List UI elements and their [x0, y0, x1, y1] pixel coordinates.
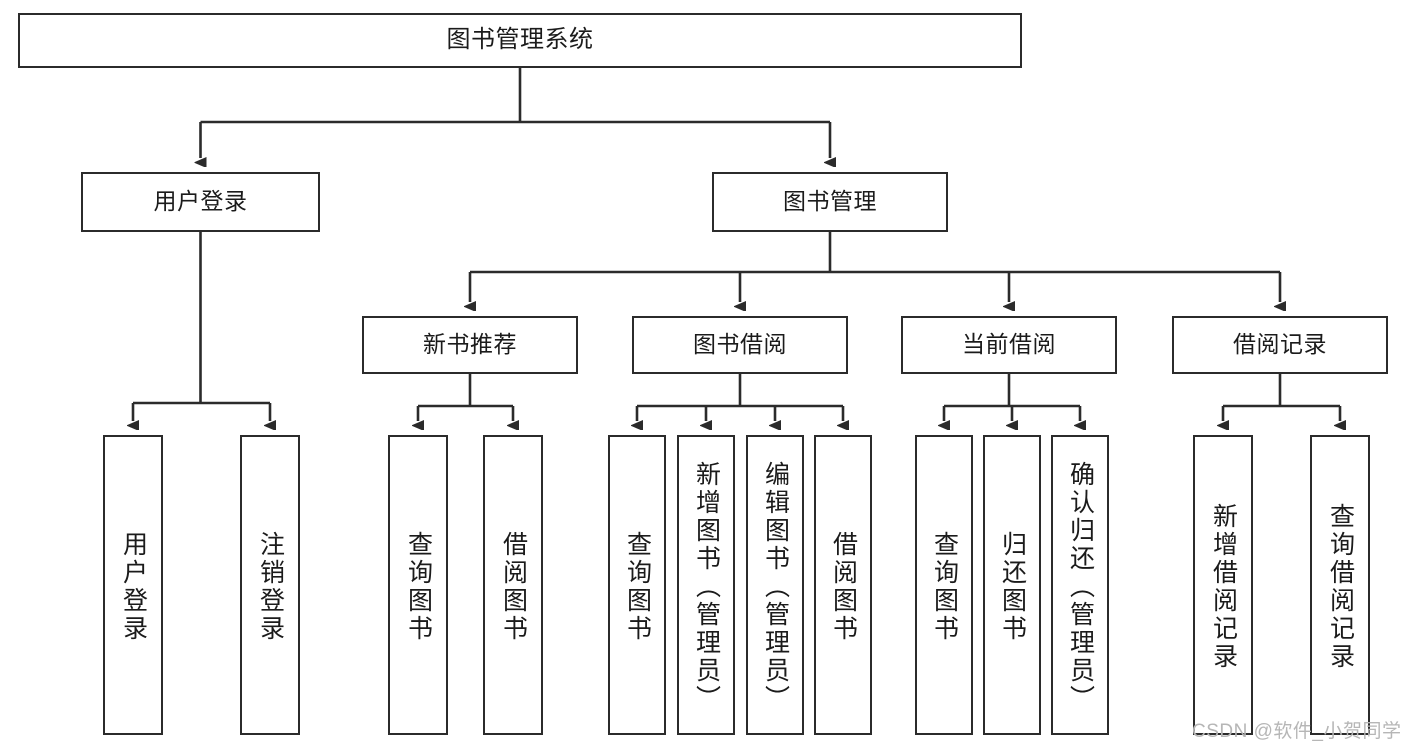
node-leaf-query-book-2[interactable]: 查询图书	[608, 435, 666, 735]
node-label: 图书管理系统	[446, 26, 594, 54]
node-label: 用户登录	[153, 188, 248, 215]
connector-lines	[133, 68, 1340, 421]
node-book-manage[interactable]: 图书管理	[712, 172, 948, 232]
node-leaf-edit-book-admin[interactable]: 编辑图书（管理员）	[746, 435, 804, 735]
node-leaf-borrow-book-2[interactable]: 借阅图书	[814, 435, 872, 735]
node-label: 查询图书	[623, 531, 652, 643]
node-label: 借阅记录	[1233, 331, 1327, 358]
node-root[interactable]: 图书管理系统	[18, 13, 1022, 68]
node-label: 新增图书（管理员）	[692, 461, 721, 713]
node-label: 当前借阅	[962, 331, 1056, 358]
node-label: 借阅图书	[499, 531, 528, 643]
node-label: 查询图书	[404, 531, 433, 643]
node-book-borrow[interactable]: 图书借阅	[632, 316, 848, 374]
node-label: 编辑图书（管理员）	[761, 461, 790, 713]
node-leaf-add-borrow-record[interactable]: 新增借阅记录	[1193, 435, 1253, 735]
node-leaf-borrow-book-1[interactable]: 借阅图书	[483, 435, 543, 735]
node-leaf-query-borrow-record[interactable]: 查询借阅记录	[1310, 435, 1370, 735]
node-borrow-record[interactable]: 借阅记录	[1172, 316, 1388, 374]
node-current-borrow[interactable]: 当前借阅	[901, 316, 1117, 374]
node-leaf-add-book-admin[interactable]: 新增图书（管理员）	[677, 435, 735, 735]
node-leaf-confirm-return-admin[interactable]: 确认归还（管理员）	[1051, 435, 1109, 735]
node-leaf-user-logout[interactable]: 注销登录	[240, 435, 300, 735]
node-label: 图书借阅	[693, 331, 787, 358]
node-leaf-return-book[interactable]: 归还图书	[983, 435, 1041, 735]
node-label: 注销登录	[256, 531, 285, 643]
node-user-login[interactable]: 用户登录	[81, 172, 320, 232]
node-label: 借阅图书	[829, 531, 858, 643]
node-leaf-query-book-1[interactable]: 查询图书	[388, 435, 448, 735]
csdn-watermark: CSDN @软件_小贺同学	[1192, 721, 1402, 742]
node-label: 归还图书	[998, 531, 1027, 643]
node-label: 图书管理	[783, 188, 877, 215]
node-leaf-query-book-3[interactable]: 查询图书	[915, 435, 973, 735]
node-label: 查询图书	[930, 531, 959, 643]
node-label: 确认归还（管理员）	[1066, 461, 1095, 713]
node-new-book-recommend[interactable]: 新书推荐	[362, 316, 578, 374]
node-label: 用户登录	[119, 531, 148, 643]
node-label: 新增借阅记录	[1209, 503, 1238, 671]
node-leaf-user-login[interactable]: 用户登录	[103, 435, 163, 735]
node-label: 新书推荐	[423, 331, 517, 358]
node-label: 查询借阅记录	[1326, 503, 1355, 671]
